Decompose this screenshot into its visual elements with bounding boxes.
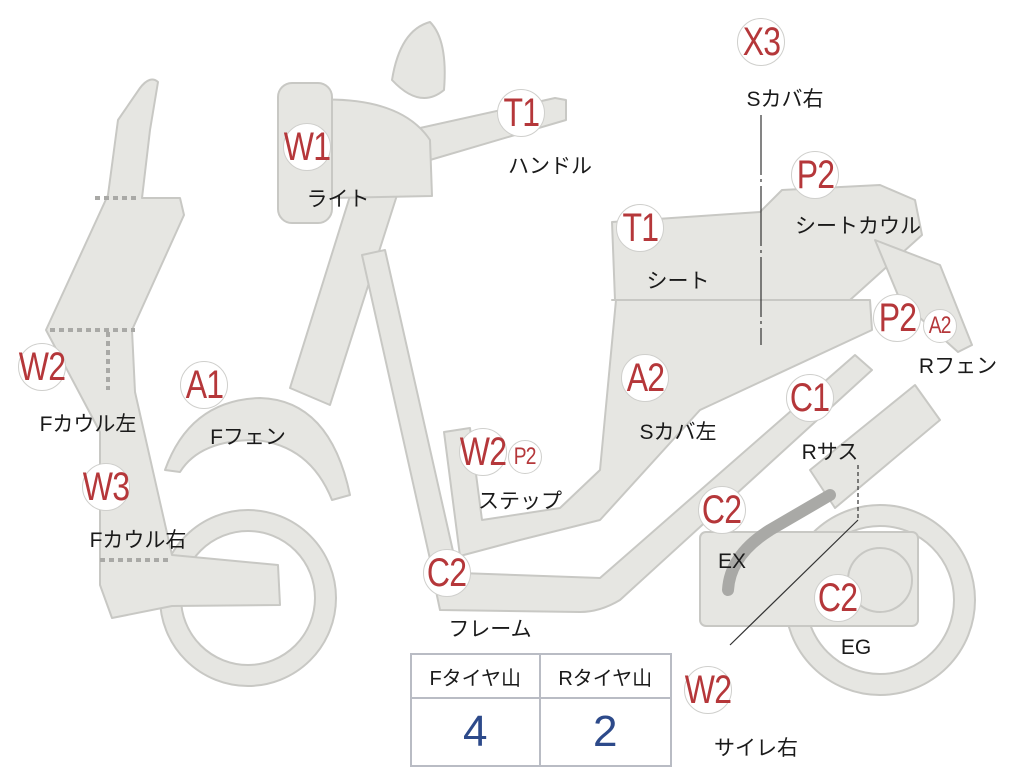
frame-downtube (361, 249, 456, 569)
condition-code: T1 (622, 206, 659, 250)
condition-code: A2 (626, 356, 664, 400)
rear-tire-value: 2 (538, 697, 672, 767)
part-label: Fフェン (210, 426, 286, 449)
condition-badge: A2 (621, 354, 669, 402)
condition-badge: T1 (497, 89, 545, 137)
mirror (391, 21, 446, 99)
seat (611, 184, 923, 301)
front-tire-header: Fタイヤ山 (410, 653, 541, 699)
condition-code: P2 (878, 296, 916, 340)
condition-badge: C1 (786, 374, 834, 422)
part-label: Fカウル右 (89, 529, 187, 552)
tire-tread-table: Fタイヤ山 Rタイヤ山 4 2 (410, 653, 672, 767)
condition-badge-small: P2 (508, 440, 542, 474)
condition-badge: W1 (283, 123, 331, 171)
condition-code: C2 (818, 576, 858, 620)
condition-code: A1 (185, 363, 223, 407)
condition-badge-small: A2 (923, 309, 957, 343)
part-label: フレーム (448, 618, 532, 641)
condition-code: X3 (742, 20, 780, 64)
front-fender (164, 397, 351, 501)
part-label: Rフェン (918, 355, 998, 378)
condition-code: W2 (459, 430, 507, 474)
condition-code: C2 (702, 488, 742, 532)
condition-badge: P2 (873, 294, 921, 342)
condition-badge: C2 (423, 549, 471, 597)
condition-badge: W2 (684, 666, 732, 714)
condition-code: C2 (427, 551, 467, 595)
part-label: Sカバ左 (639, 421, 717, 444)
condition-badge: C2 (814, 574, 862, 622)
condition-badge: W2 (18, 343, 66, 391)
rear-tire-header: Rタイヤ山 (538, 653, 672, 699)
condition-code: T1 (503, 91, 540, 135)
condition-badge: W2 (459, 428, 507, 476)
part-label: EG (840, 636, 872, 659)
condition-code: W3 (82, 465, 130, 509)
part-label: シートカウル (795, 215, 921, 238)
condition-code: A2 (929, 312, 952, 339)
condition-code: P2 (514, 443, 537, 470)
part-label: シート (646, 270, 710, 293)
condition-code: W2 (684, 668, 732, 712)
exhaust-pipe (722, 489, 836, 596)
condition-code: W2 (18, 345, 66, 389)
part-label: ステップ (478, 490, 562, 513)
condition-badge: A1 (180, 361, 228, 409)
frame (431, 354, 873, 613)
part-label: ハンドル (508, 155, 592, 178)
part-label: Fカウル左 (39, 413, 137, 436)
condition-badge: W3 (82, 463, 130, 511)
part-label: ライト (306, 188, 370, 211)
condition-code: W1 (283, 125, 331, 169)
part-label: サイレ右 (714, 737, 798, 760)
condition-badge: T1 (616, 204, 664, 252)
part-label: Sカバ右 (746, 88, 824, 111)
condition-code: P2 (796, 153, 834, 197)
condition-badge: C2 (698, 486, 746, 534)
condition-code: C1 (790, 376, 830, 420)
condition-badge: P2 (791, 151, 839, 199)
side-cover (443, 299, 873, 557)
part-label: EX (717, 550, 747, 573)
part-label: Rサス (801, 441, 859, 464)
front-tire-value: 4 (410, 697, 541, 767)
condition-badge: X3 (737, 18, 785, 66)
